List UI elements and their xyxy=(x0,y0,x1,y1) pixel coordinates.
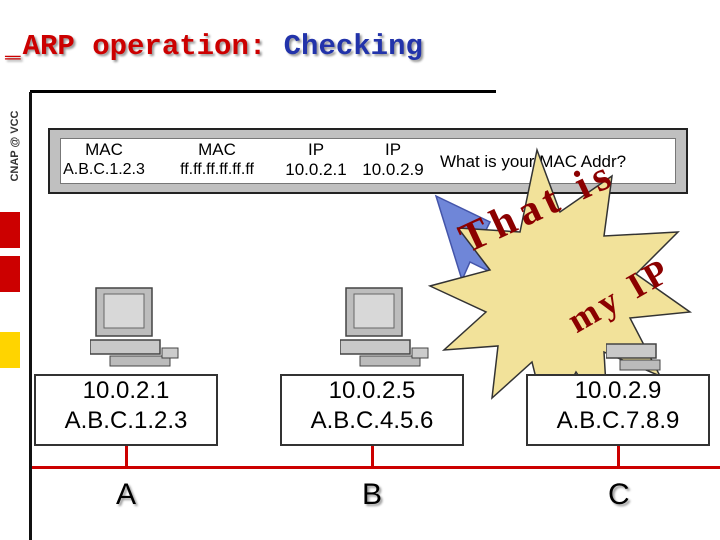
host-a-ip: 10.0.2.1 xyxy=(82,377,170,404)
frame-src-ip: IP 10.0.2.1 xyxy=(278,140,354,181)
arp-frame xyxy=(48,128,688,194)
side-rail xyxy=(0,92,32,540)
host-a-label: A xyxy=(116,478,137,511)
side-block-red-2 xyxy=(0,256,20,292)
title-underline xyxy=(30,90,496,93)
host-a-mac: A.B.C.1.2.3 xyxy=(64,407,188,434)
host-b-mac: A.B.C.4.5.6 xyxy=(310,407,434,434)
frame-dst-mac-label: MAC xyxy=(198,140,236,159)
side-block-red-1 xyxy=(0,212,20,248)
side-block-yellow xyxy=(0,332,20,368)
host-b-box: 10.0.2.5 A.B.C.4.5.6 xyxy=(280,374,464,446)
frame-dst-ip-value: 10.0.2.9 xyxy=(362,160,424,179)
frame-src-ip-value: 10.0.2.1 xyxy=(285,160,347,179)
title-bullet: ‗ xyxy=(5,32,21,62)
host-c-ip: 10.0.2.9 xyxy=(574,377,662,404)
title-part1: ARP operation: xyxy=(22,30,267,63)
frame-dst-mac: MAC ff.ff.ff.ff.ff.ff xyxy=(162,140,272,180)
host-b-drop xyxy=(371,444,374,468)
frame-src-mac-label: MAC xyxy=(85,140,123,159)
lan-line xyxy=(32,466,720,469)
frame-dst-mac-value: ff.ff.ff.ff.ff.ff xyxy=(180,161,254,178)
frame-dst-ip: IP 10.0.2.9 xyxy=(354,140,432,181)
frame-dst-ip-label: IP xyxy=(384,140,402,159)
host-a-drop xyxy=(125,444,128,468)
computer-a-icon xyxy=(90,287,179,367)
host-a-box: 10.0.2.1 A.B.C.1.2.3 xyxy=(34,374,218,446)
frame-data: What is your MAC Addr? xyxy=(440,152,627,171)
host-c-drop xyxy=(617,444,620,468)
host-c-label: C xyxy=(608,478,630,511)
title-part2: Checking xyxy=(283,30,423,63)
host-c-box: 10.0.2.9 A.B.C.7.8.9 xyxy=(526,374,710,446)
frame-src-mac-value: A.B.C.1.2.3 xyxy=(63,161,145,178)
page-title: ‗ARP operation: Checking xyxy=(5,30,423,63)
computer-c-icon xyxy=(606,343,661,371)
host-b-label: B xyxy=(362,478,383,511)
computer-b-icon xyxy=(340,287,429,367)
host-b-ip: 10.0.2.5 xyxy=(328,377,416,404)
host-c-mac: A.B.C.7.8.9 xyxy=(556,407,680,434)
frame-src-mac: MAC A.B.C.1.2.3 xyxy=(52,140,156,180)
frame-src-ip-label: IP xyxy=(307,140,325,159)
